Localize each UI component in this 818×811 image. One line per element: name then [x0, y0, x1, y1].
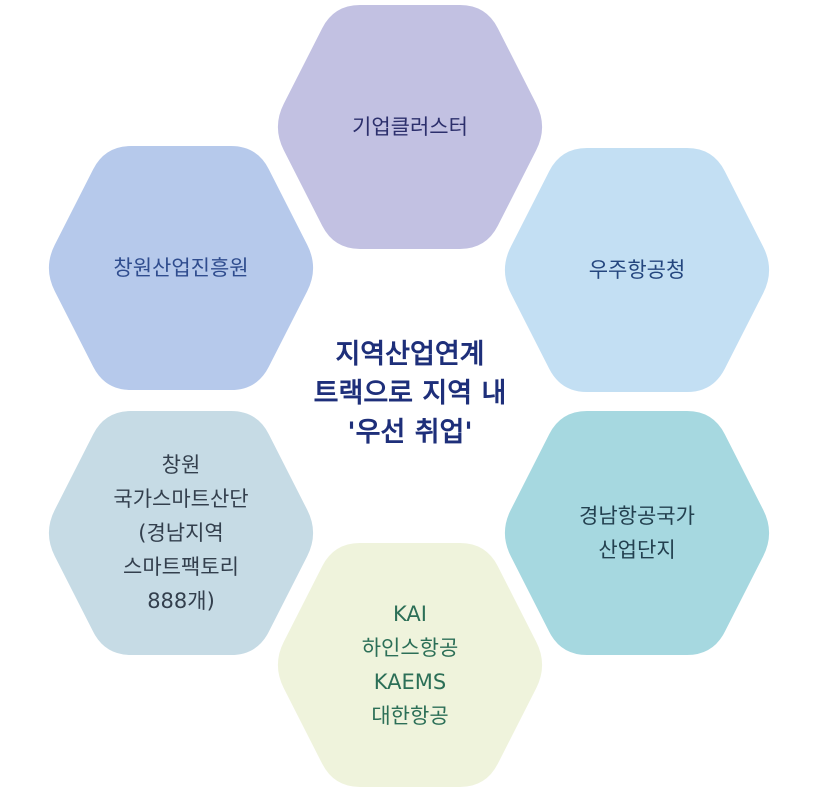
center-label-line: 트랙으로 지역 내 [314, 378, 507, 409]
center-label-line: 지역산업연계 [335, 339, 484, 370]
hexagon-label-line: 888개) [147, 589, 215, 613]
hexagon-companies: KAI 하인스항공 KAEMS 대한항공 [277, 543, 543, 787]
hexagon-shape-promotion-agency [48, 146, 314, 390]
hexagon-label-line: 창원 [162, 453, 201, 477]
hexagon-label-cluster: 기업클러스터 [352, 115, 468, 139]
hexagon-promotion-agency: 창원산업진흥원 [48, 146, 314, 390]
hexagon-label-line: 산업단지 [598, 538, 675, 562]
hexagon-label-line: 국가스마트산단 [113, 487, 248, 511]
hexagon-space-agency: 우주항공청 [504, 148, 770, 392]
hexagon-shape-space-agency [504, 148, 770, 392]
hexagon-label-line: KAEMS [374, 670, 447, 694]
hexagon-shape-cluster [277, 5, 543, 249]
hexagon-shape-aerospace-complex [504, 411, 770, 655]
hexagon-label-line: 하인스항공 [362, 636, 459, 660]
hexagon-label-line: 기업클러스터 [352, 115, 468, 139]
center-label-line: '우선 취업' [347, 417, 472, 448]
hexagon-label-line: 대한항공 [371, 704, 448, 728]
hexagon-shape-national-complex [48, 411, 314, 655]
hexagon-label-line: (경남지역 [138, 521, 223, 545]
hexagon-label-line: 창원산업진흥원 [113, 256, 248, 280]
hexagon-label-companies: KAI 하인스항공 KAEMS 대한항공 [362, 602, 459, 728]
hexagon-label-line: 경남항공국가 [579, 504, 695, 528]
hexagon-label-line: 우주항공청 [589, 258, 686, 282]
hexagon-label-space-agency: 우주항공청 [589, 258, 686, 282]
hexagon-label-promotion-agency: 창원산업진흥원 [113, 256, 248, 280]
hexagon-cluster: 기업클러스터 [277, 5, 543, 249]
hexagon-label-line: 스마트팩토리 [123, 555, 239, 579]
hexagon-label-line: KAI [393, 602, 427, 626]
hexagon-shape-companies [277, 543, 543, 787]
